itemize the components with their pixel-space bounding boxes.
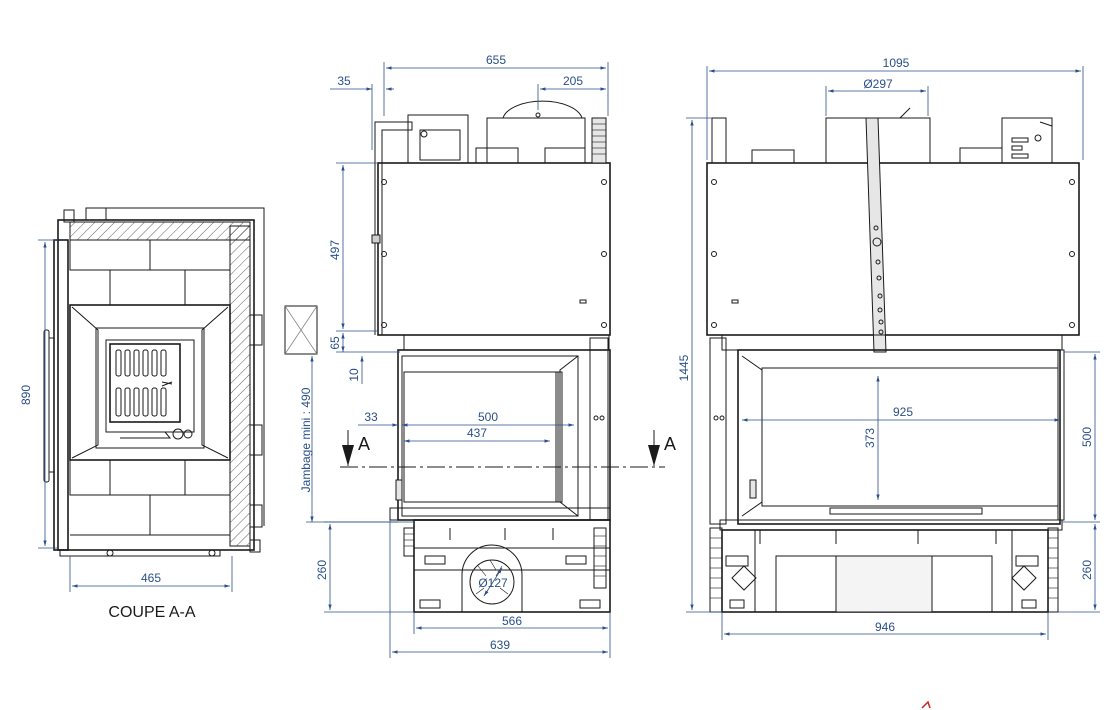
- front-flue-offset-dim: 205: [563, 74, 583, 88]
- side-width-dim: 1095: [883, 56, 910, 70]
- front-gap65-dim: 65: [328, 336, 342, 350]
- section-caption: COUPE A-A: [108, 604, 195, 621]
- front-view: A A 655 205 35 497 65 10 Jambage mini : …: [284, 53, 676, 658]
- side-view: 1095 Ø297 1445 925 373 500 260 946: [677, 56, 1100, 640]
- front-437-dim: 437: [467, 426, 487, 440]
- side-946-dim: 946: [875, 620, 895, 634]
- front-lintel-dim: Jambage mini : 490: [299, 387, 313, 492]
- section-height-dim: 890: [19, 385, 33, 405]
- front-33-dim: 33: [364, 410, 378, 424]
- front-gap10-dim: 10: [347, 368, 361, 382]
- section-marker-left: A: [358, 434, 370, 454]
- side-flue-diameter-dim: Ø297: [863, 77, 893, 91]
- section-width-dim: 465: [141, 571, 161, 585]
- front-offset-dim: 35: [337, 74, 351, 88]
- front-500-dim: 500: [478, 410, 498, 424]
- section-view: 890 465 COUPE A-A: [19, 207, 265, 621]
- front-flue-diameter-dim: Ø127: [478, 576, 508, 590]
- side-373-dim: 373: [863, 428, 877, 448]
- front-639-dim: 639: [490, 638, 510, 652]
- section-marker-right: A: [664, 434, 676, 454]
- front-566-dim: 566: [502, 614, 522, 628]
- front-hood-height-dim: 497: [328, 240, 342, 260]
- side-height-dim: 1445: [677, 354, 691, 381]
- front-base-height-dim: 260: [315, 560, 329, 580]
- side-base-height-dim: 260: [1080, 560, 1094, 580]
- side-925-dim: 925: [893, 405, 913, 419]
- front-width-dim: 655: [486, 53, 506, 67]
- side-glass-height-dim: 500: [1080, 427, 1094, 447]
